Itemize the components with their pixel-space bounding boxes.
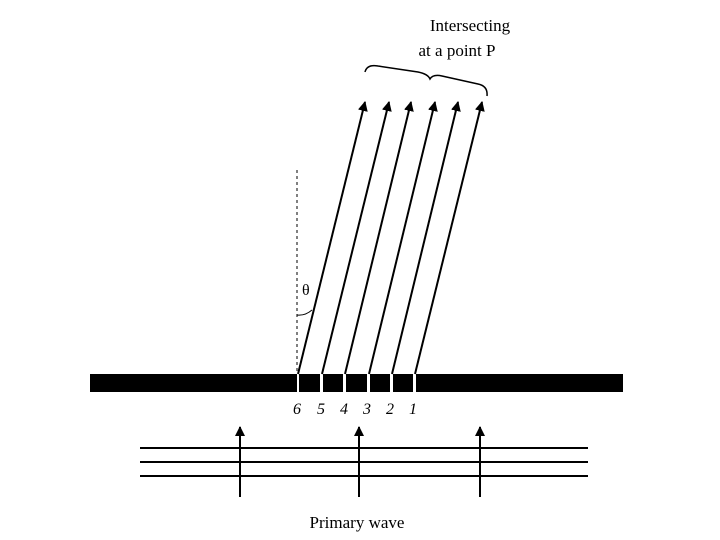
slit-labels: 6 5 4 3 2 1: [293, 401, 417, 418]
primary-wavefronts: [140, 447, 588, 477]
slit-label-4: 4: [340, 401, 348, 418]
slit-label-1: 1: [409, 401, 417, 418]
barrier-left: [90, 374, 297, 392]
barrier-segment-e: [393, 374, 413, 392]
diffracted-ray-2: [391, 101, 461, 375]
barrier-segment-d: [370, 374, 390, 392]
slit-label-6: 6: [293, 401, 301, 418]
diffracted-ray-4: [344, 101, 414, 375]
barrier-right: [416, 374, 623, 392]
diffracted-ray-1: [414, 101, 485, 375]
slit-label-5: 5: [317, 401, 325, 418]
angle-arc: [296, 309, 313, 316]
barrier-segment-c: [346, 374, 367, 392]
curly-brace: [364, 64, 488, 97]
diffracted-ray-5: [321, 101, 392, 375]
diffracted-ray-6: [297, 101, 368, 375]
angle-label: θ: [302, 282, 310, 299]
primary-wave-arrows: [235, 426, 485, 497]
barrier-segment-b: [323, 374, 343, 392]
barrier: [90, 374, 623, 392]
primary-wave-label: Primary wave: [310, 513, 405, 532]
slit-label-2: 2: [386, 401, 394, 418]
diffracted-ray-3: [368, 101, 438, 375]
slit-label-3: 3: [362, 401, 371, 418]
top-label-line2: at a point P: [419, 41, 496, 60]
top-label-line1: Intersecting: [430, 16, 511, 35]
diffracted-rays: [297, 101, 485, 375]
barrier-segment-a: [299, 374, 320, 392]
